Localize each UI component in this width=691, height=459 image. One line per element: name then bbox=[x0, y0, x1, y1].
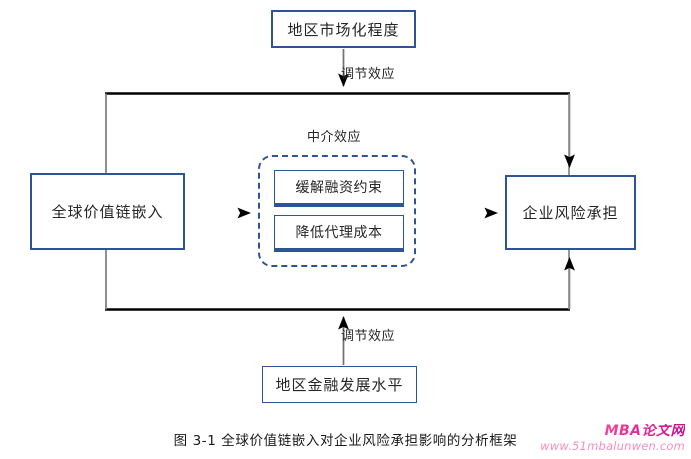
node-regional-financial-development[interactable]: 地区金融发展水平 bbox=[262, 366, 417, 403]
node-gvc-embeddedness[interactable]: 全球价值链嵌入 bbox=[30, 173, 185, 250]
label-moderation-effect-top: 调节效应 bbox=[341, 67, 396, 82]
label-moderation-effect-bottom: 调节效应 bbox=[341, 329, 396, 344]
node-regional-marketization[interactable]: 地区市场化程度 bbox=[271, 10, 416, 48]
mediation-group: 缓解融资约束 降低代理成本 bbox=[258, 155, 416, 267]
watermark-title: MBA论文网 bbox=[540, 424, 685, 439]
label-mediation-effect: 中介效应 bbox=[307, 130, 362, 145]
figure-caption: 图 3-1 全球价值链嵌入对企业风险承担影响的分析框架 bbox=[173, 433, 518, 449]
watermark: MBA论文网 www.51mbalunwen.com bbox=[540, 424, 685, 452]
node-corporate-risk-taking[interactable]: 企业风险承担 bbox=[505, 175, 636, 250]
node-reduce-agency-cost[interactable]: 降低代理成本 bbox=[274, 215, 404, 252]
watermark-url: www.51mbalunwen.com bbox=[540, 438, 685, 453]
node-ease-financing-constraints[interactable]: 缓解融资约束 bbox=[274, 170, 404, 207]
